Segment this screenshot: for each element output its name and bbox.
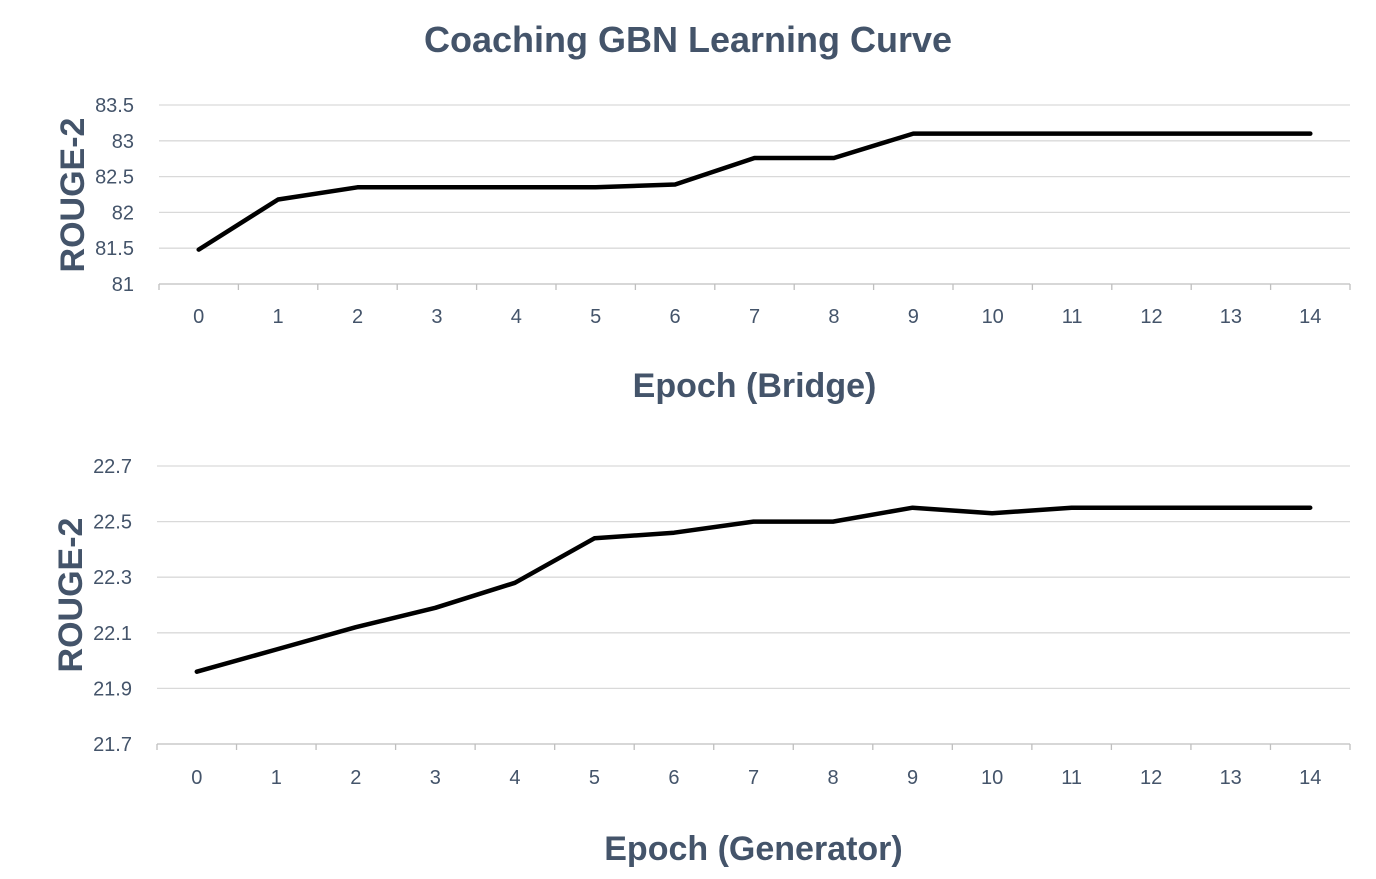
x-tick-label: 0	[191, 767, 202, 789]
y-tick-label: 81.5	[95, 238, 134, 260]
x-tick-label: 11	[1061, 767, 1082, 789]
y-tick-label: 22.5	[93, 512, 132, 534]
x-tick-label: 9	[907, 767, 918, 789]
x-tick-label: 1	[273, 306, 284, 328]
x-tick-label: 12	[1140, 767, 1162, 789]
y-axis-title: ROUGE-2	[52, 518, 90, 673]
y-tick-label: 82.5	[95, 167, 134, 189]
y-tick-label: 81	[112, 274, 134, 296]
y-tick-label: 83	[112, 131, 134, 153]
y-tick-label: 83.5	[95, 95, 134, 117]
x-tick-label: 3	[430, 767, 441, 789]
series-line-generator	[194, 505, 1313, 674]
x-tick-label: 7	[749, 306, 760, 328]
x-tick-label: 5	[590, 306, 601, 328]
series-line-bridge	[196, 131, 1313, 252]
y-tick-label: 21.7	[93, 734, 132, 756]
x-tick-label: 7	[748, 767, 759, 789]
x-tick-label: 6	[668, 767, 679, 789]
x-tick-label: 11	[1062, 306, 1083, 328]
x-tick-label: 5	[589, 767, 600, 789]
x-tick-label: 2	[352, 306, 363, 328]
x-tick-label: 14	[1299, 306, 1321, 328]
x-tick-label: 4	[511, 306, 522, 328]
x-tick-label: 9	[908, 306, 919, 328]
x-tick-label: 14	[1299, 767, 1321, 789]
y-tick-label: 21.9	[93, 678, 132, 700]
x-tick-label: 8	[827, 767, 838, 789]
y-tick-label: 22.3	[93, 567, 132, 589]
y-tick-label: 22.1	[93, 623, 132, 645]
chart-title: Coaching GBN Learning Curve	[424, 19, 952, 60]
x-axis-title: Epoch (Bridge)	[633, 367, 877, 405]
x-tick-label: 10	[982, 306, 1004, 328]
x-tick-label: 2	[350, 767, 361, 789]
y-tick-label: 82	[112, 202, 134, 224]
x-tick-label: 13	[1220, 306, 1242, 328]
x-tick-label: 8	[828, 306, 839, 328]
x-tick-label: 6	[670, 306, 681, 328]
x-tick-label: 3	[431, 306, 442, 328]
x-tick-label: 4	[509, 767, 520, 789]
x-tick-label: 10	[981, 767, 1003, 789]
y-axis-title: ROUGE-2	[54, 118, 92, 273]
x-axis-title: Epoch (Generator)	[604, 830, 902, 868]
x-tick-label: 12	[1140, 306, 1162, 328]
x-tick-label: 1	[271, 767, 282, 789]
x-tick-label: 0	[193, 306, 204, 328]
x-tick-label: 13	[1220, 767, 1242, 789]
y-tick-label: 22.7	[93, 456, 132, 478]
